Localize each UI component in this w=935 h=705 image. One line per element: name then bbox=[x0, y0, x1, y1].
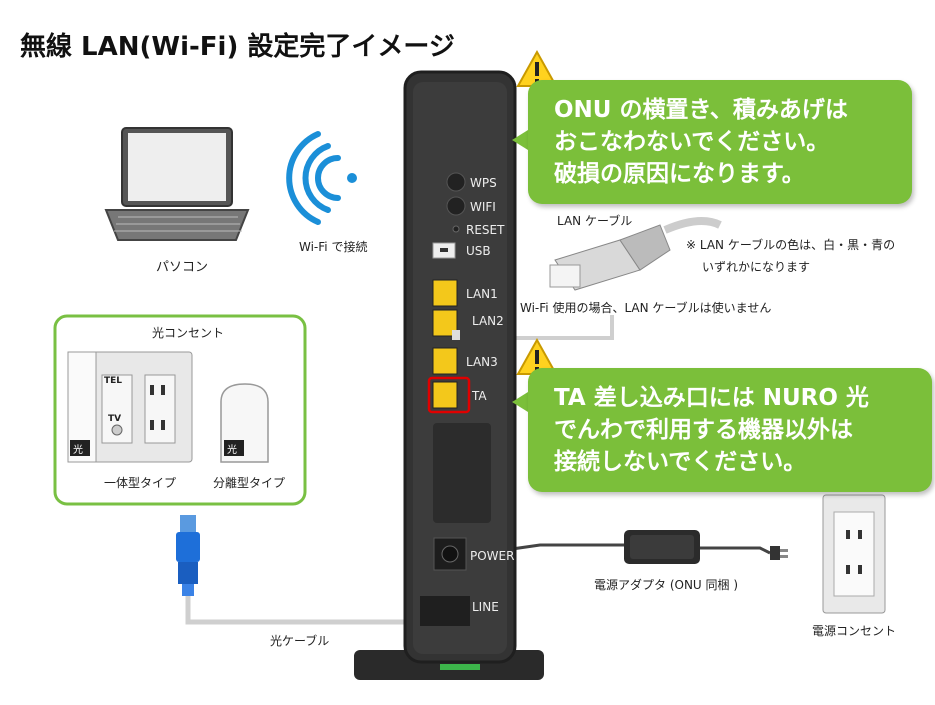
port-label-reset: RESET bbox=[466, 223, 505, 237]
port-label-lan3: LAN3 bbox=[466, 355, 498, 369]
port-label-ta: TA bbox=[472, 389, 487, 403]
wifi-no-lan-note: Wi-Fi 使用の場合、LAN ケーブルは使いません bbox=[520, 301, 772, 315]
lan1-port bbox=[432, 279, 458, 307]
port-label-usb: USB bbox=[466, 244, 491, 258]
port-label-lan2: LAN2 bbox=[472, 314, 504, 328]
ta-port bbox=[432, 381, 458, 409]
optical-cable-label: 光ケーブル bbox=[270, 634, 330, 648]
port-label-lan1: LAN1 bbox=[466, 287, 498, 301]
warning-line: でんわで利用する機器以外は bbox=[554, 417, 853, 443]
power-cable-outlet bbox=[700, 546, 771, 555]
hikari-mark-integrated: 光 bbox=[73, 445, 83, 456]
outlet-group-label: 光コンセント bbox=[152, 326, 225, 340]
wps-button bbox=[446, 172, 466, 192]
port-label-line: LINE bbox=[472, 600, 499, 614]
reset-hole bbox=[452, 225, 460, 233]
bubble-pointer-top bbox=[512, 130, 528, 150]
hikari-mark-separate: 光 bbox=[227, 445, 237, 456]
optical-connector bbox=[176, 515, 200, 596]
separate-type-label: 分離型タイプ bbox=[213, 476, 286, 490]
power-outlet-label: 電源コンセント bbox=[812, 624, 897, 638]
separate-outlet bbox=[220, 383, 269, 463]
onu-device bbox=[354, 70, 544, 680]
tel-label: TEL bbox=[104, 376, 123, 386]
integrated-type-label: 一体型タイプ bbox=[104, 476, 177, 490]
integrated-outlet bbox=[67, 351, 193, 463]
warning-line: TA 差し込み口には NURO 光 bbox=[554, 385, 869, 411]
warning-line: 破損の原因になります。 bbox=[554, 161, 805, 187]
warning-bubble-stacking: ONU の横置き、積みあげは おこなわないでください。 破損の原因になります。 bbox=[528, 80, 912, 204]
power-adapter bbox=[624, 530, 788, 564]
laptop-image bbox=[104, 127, 250, 241]
lan-cable-label: LAN ケーブル bbox=[557, 214, 633, 228]
lan2-port bbox=[432, 309, 458, 337]
port-label-wifi: WIFI bbox=[470, 200, 496, 214]
lan3-port bbox=[432, 347, 458, 375]
line-port-area bbox=[420, 596, 470, 626]
power-adapter-label: 電源アダプタ (ONU 同梱 ) bbox=[594, 578, 739, 592]
warning-bubble-ta-port: TA 差し込み口には NURO 光 でんわで利用する機器以外は 接続しないでくだ… bbox=[528, 368, 932, 492]
warning-line: おこなわないでください。 bbox=[554, 129, 830, 155]
onu-cover-panel bbox=[433, 423, 491, 523]
power-outlet-image bbox=[822, 494, 886, 614]
wifi-button bbox=[446, 196, 466, 216]
warning-line: ONU の横置き、積みあげは bbox=[554, 97, 848, 123]
bubble-pointer-bottom bbox=[512, 392, 528, 412]
tv-label: TV bbox=[108, 414, 122, 424]
port-label-power: POWER bbox=[470, 549, 515, 563]
warning-line: 接続しないでください。 bbox=[554, 449, 807, 475]
onu-indicator bbox=[440, 664, 480, 670]
lan-cable-note-2: いずれかになります bbox=[702, 260, 811, 274]
pc-label: パソコン bbox=[156, 260, 209, 275]
lan-cable-note-1: ※ LAN ケーブルの色は、白・黒・青の bbox=[686, 238, 896, 252]
port-label-wps: WPS bbox=[470, 176, 497, 190]
wifi-icon bbox=[286, 131, 357, 225]
page-title: 無線 LAN(Wi-Fi) 設定完了イメージ bbox=[20, 32, 455, 62]
wifi-connect-label: Wi-Fi で接続 bbox=[299, 240, 368, 254]
ta-highlight-box bbox=[427, 376, 471, 414]
lan-cable-image bbox=[549, 217, 722, 291]
